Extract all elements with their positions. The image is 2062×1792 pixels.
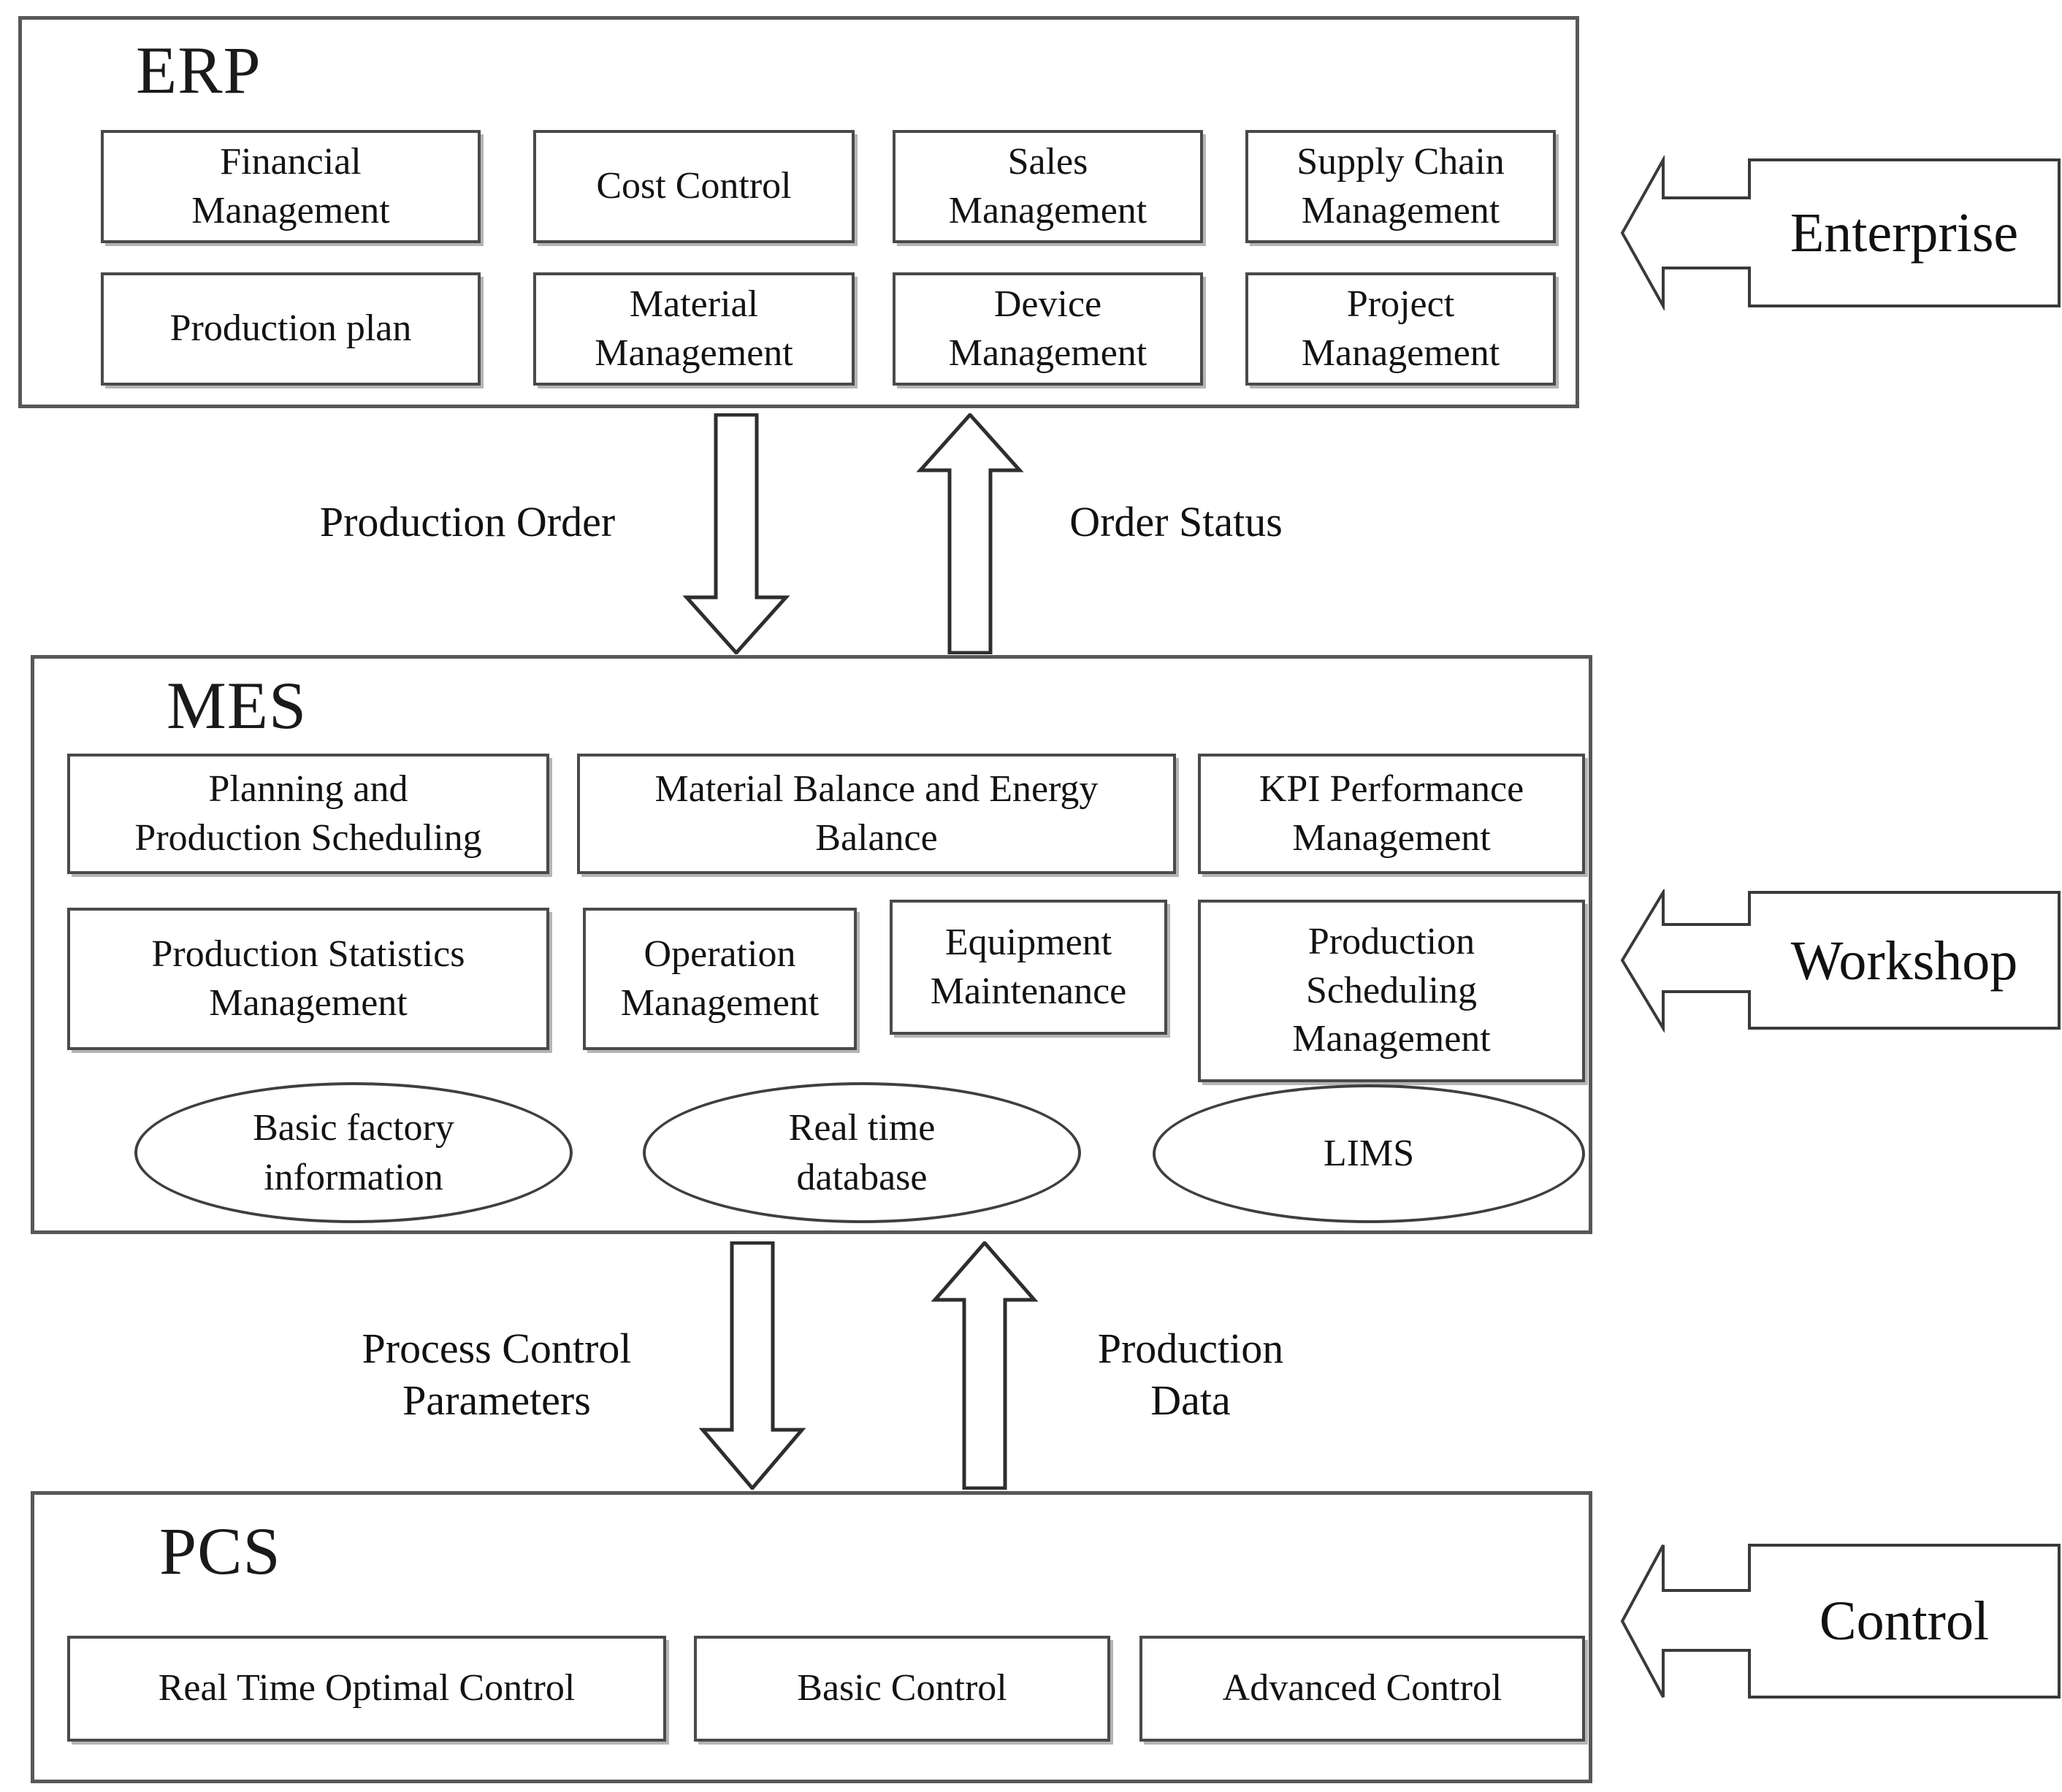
mes-module-label: Planning and Production Scheduling xyxy=(134,767,482,859)
flow-label-production-data: Production Data xyxy=(1097,1325,1284,1424)
side-arrow-label: Workshop xyxy=(1790,930,2018,992)
erp-layer-title: ERP xyxy=(136,33,261,107)
mes-store-label: Real time database xyxy=(788,1106,936,1198)
pcs-layer-title: PCS xyxy=(159,1514,281,1588)
mes-module-label: Material Balance and Energy Balance xyxy=(654,767,1099,859)
pcs-module-real-time-optimal-control[interactable]: Real Time Optimal Control xyxy=(67,1636,666,1742)
erp-module-label: Financial Management xyxy=(191,140,390,231)
mes-module-label: Production Statistics Management xyxy=(151,933,465,1024)
erp-module-label: Device Management xyxy=(948,283,1148,374)
erp-module-label: Project Management xyxy=(1301,283,1500,374)
erp-module-project-management[interactable]: Project Management xyxy=(1245,272,1556,386)
pcs-module-label: Basic Control xyxy=(797,1667,1007,1709)
mes-store-label: Basic factory information xyxy=(253,1106,454,1198)
erp-module-sales-management[interactable]: Sales Management xyxy=(893,130,1203,243)
pcs-module-basic-control[interactable]: Basic Control xyxy=(694,1636,1110,1742)
flow-label-production-order: Production Order xyxy=(319,498,616,545)
side-arrow-control[interactable]: Control xyxy=(1618,1541,2062,1701)
mes-module-label: Equipment Maintenance xyxy=(930,921,1127,1012)
side-arrow-enterprise[interactable]: Enterprise xyxy=(1618,156,2062,310)
erp-module-financial-management[interactable]: Financial Management xyxy=(101,130,481,243)
flow-label-order-status: Order Status xyxy=(1069,498,1283,545)
erp-module-label: Sales Management xyxy=(948,140,1148,231)
flow-label-process-control-parameters: Process Control Parameters xyxy=(362,1325,632,1424)
mes-module-kpi-performance-management[interactable]: KPI Performance Management xyxy=(1198,754,1585,874)
mes-layer-title: MES xyxy=(167,668,308,743)
mes-store-label: LIMS xyxy=(1323,1133,1415,1175)
mes-module-production-statistics-management[interactable]: Production Statistics Management xyxy=(67,908,549,1050)
mes-store-lims[interactable]: LIMS xyxy=(1153,1084,1585,1223)
pcs-module-label: Real Time Optimal Control xyxy=(158,1667,576,1709)
arrow-process-control-parameters-down xyxy=(694,1241,811,1490)
erp-module-material-management[interactable]: Material Management xyxy=(533,272,855,386)
erp-module-device-management[interactable]: Device Management xyxy=(893,272,1203,386)
arrow-production-order-down xyxy=(678,413,795,654)
erp-module-label: Material Management xyxy=(595,283,793,374)
mes-module-equipment-maintenance[interactable]: Equipment Maintenance xyxy=(890,900,1167,1035)
mes-module-production-scheduling-management[interactable]: Production Scheduling Management xyxy=(1198,900,1585,1082)
mes-store-basic-factory-information[interactable]: Basic factory information xyxy=(134,1082,573,1223)
mes-module-material-balance-and-energy-balance[interactable]: Material Balance and Energy Balance xyxy=(577,754,1176,874)
mes-module-label: KPI Performance Management xyxy=(1259,767,1524,859)
mes-module-label: Production Scheduling Management xyxy=(1292,921,1491,1060)
arrow-order-status-up xyxy=(912,413,1028,654)
mes-module-operation-management[interactable]: Operation Management xyxy=(583,908,857,1050)
mes-store-real-time-database[interactable]: Real time database xyxy=(643,1082,1081,1223)
mes-module-label: Operation Management xyxy=(620,933,820,1024)
erp-module-label: Production plan xyxy=(169,307,412,350)
pcs-module-advanced-control[interactable]: Advanced Control xyxy=(1139,1636,1585,1742)
mes-module-planning-and-production-scheduling[interactable]: Planning and Production Scheduling xyxy=(67,754,549,874)
erp-module-production-plan[interactable]: Production plan xyxy=(101,272,481,386)
pcs-module-label: Advanced Control xyxy=(1222,1667,1502,1709)
side-arrow-label: Enterprise xyxy=(1790,202,2019,264)
arrow-production-data-up xyxy=(926,1241,1043,1490)
erp-module-label: Supply Chain Management xyxy=(1297,140,1505,231)
side-arrow-workshop[interactable]: Workshop xyxy=(1618,889,2062,1033)
erp-module-cost-control[interactable]: Cost Control xyxy=(533,130,855,243)
erp-module-supply-chain-management[interactable]: Supply Chain Management xyxy=(1245,130,1556,243)
side-arrow-label: Control xyxy=(1819,1590,1990,1652)
erp-module-label: Cost Control xyxy=(596,165,792,207)
